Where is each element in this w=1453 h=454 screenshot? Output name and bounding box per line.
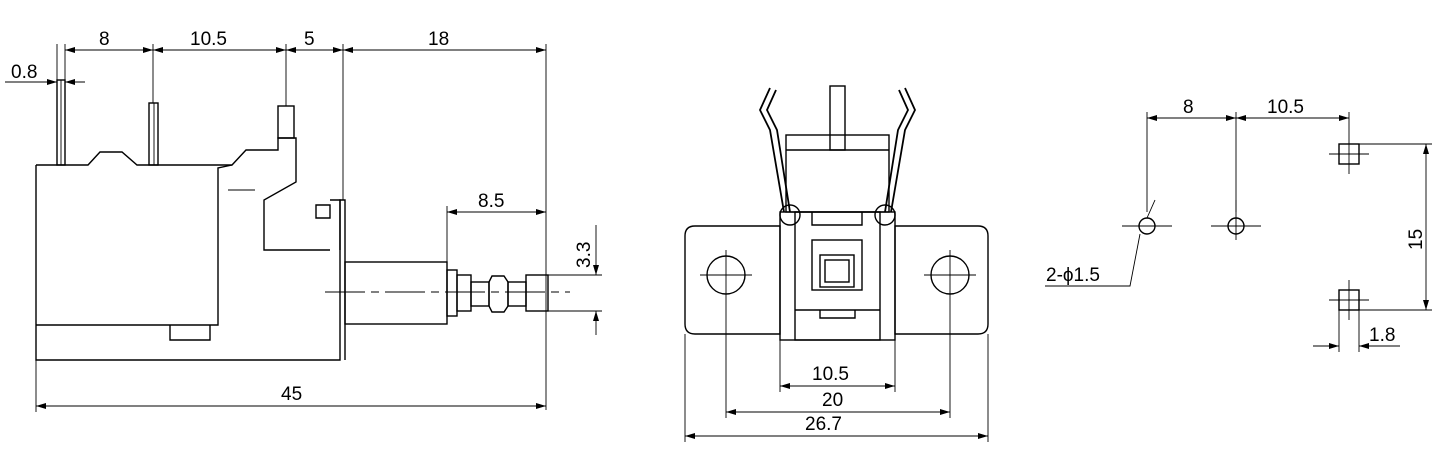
mounting-flange: [684, 225, 989, 335]
dim-pcb-15: 15: [1359, 143, 1432, 311]
dim-pcb-10-5: 10.5: [1236, 97, 1350, 134]
dim-0-8-label: 0.8: [11, 62, 37, 83]
dim-45: 45: [35, 360, 546, 412]
dim-3-3: 3.3: [548, 225, 602, 335]
dim-8-5-label: 8.5: [478, 191, 504, 212]
dim-pcb-1-8-label: 1.8: [1369, 325, 1395, 346]
switch-body-outline: [35, 137, 346, 361]
dim-8-label: 8: [99, 29, 110, 50]
dim-pcb-1-8: 1.8: [1313, 310, 1400, 352]
dim-10-5: 10.5: [153, 29, 287, 106]
front-view: 10.5 20 26.7: [684, 85, 989, 442]
pcb-square-pads: [1329, 134, 1369, 320]
dim-pcb-8: 8: [1146, 97, 1237, 212]
dim-front-10-5-label: 10.5: [812, 364, 849, 385]
dim-pcb-15-label: 15: [1406, 229, 1427, 250]
dim-front-26-7-label: 26.7: [805, 414, 842, 435]
spring-terminals: [759, 87, 916, 226]
dim-18-label: 18: [428, 29, 449, 50]
dim-45-label: 45: [281, 384, 302, 405]
pins: [56, 79, 295, 166]
actuator: [325, 261, 570, 325]
dim-8: 8: [65, 29, 154, 103]
dim-front-26-7: 26.7: [684, 334, 989, 442]
dim-10-5-label: 10.5: [190, 29, 227, 50]
pcb-layout: 8 10.5 2-ϕ1.5 15 1.8: [1045, 97, 1432, 352]
dim-18: 18: [343, 29, 547, 410]
dim-pcb-8-label: 8: [1183, 97, 1194, 118]
dim-0-8: 0.8: [5, 44, 85, 85]
dim-8-5: 8.5: [446, 191, 546, 270]
dim-front-20: 20: [725, 300, 951, 418]
dim-front-10-5: 10.5: [779, 340, 896, 392]
dim-pcb-holes-label: 2-ϕ1.5: [1046, 265, 1100, 286]
dim-5: 5: [286, 29, 344, 200]
dim-3-3-label: 3.3: [574, 242, 595, 268]
dim-pcb-10-5-label: 10.5: [1267, 97, 1304, 118]
dim-5-label: 5: [304, 29, 315, 50]
dim-pcb-holes: 2-ϕ1.5: [1045, 199, 1156, 287]
dim-front-20-label: 20: [822, 390, 843, 411]
pcb-holes: [1122, 200, 1261, 240]
side-view: 0.8 8 10.5 5 18 8.5: [5, 29, 602, 412]
front-housing: [779, 85, 896, 341]
